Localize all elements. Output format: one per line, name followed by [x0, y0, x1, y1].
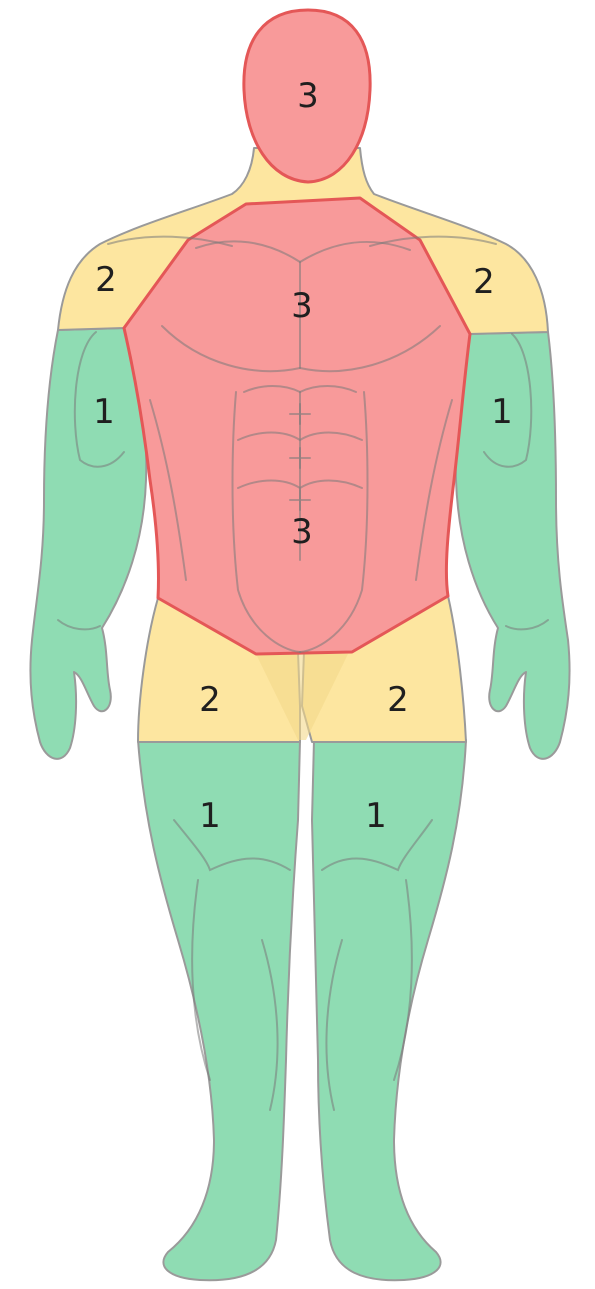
- leg-right-region: [312, 740, 466, 1280]
- zone-label-leg-left: 1: [199, 796, 221, 836]
- zone-label-leg-right: 1: [365, 796, 387, 836]
- zone-label-hip-left: 2: [199, 680, 221, 720]
- zone-label-shoulder-left: 2: [95, 260, 117, 300]
- zone-label-torso-upper: 3: [291, 286, 313, 326]
- arm-left-region: [30, 328, 146, 759]
- zone-label-head: 3: [297, 76, 319, 116]
- torso-region: [124, 198, 470, 654]
- zone-label-arm-left: 1: [93, 392, 115, 432]
- zone-label-torso-lower: 3: [291, 512, 313, 552]
- zone-label-shoulder-right: 2: [473, 262, 495, 302]
- zone-label-hip-right: 2: [387, 680, 409, 720]
- zone-label-arm-right: 1: [491, 392, 513, 432]
